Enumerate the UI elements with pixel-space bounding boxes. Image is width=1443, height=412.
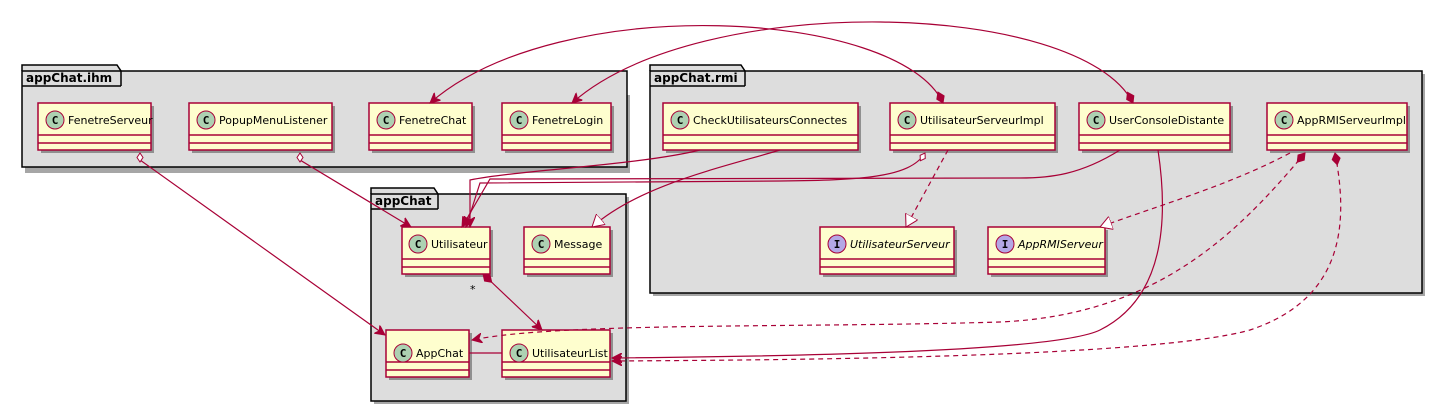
class-app-chat: C AppChat (385, 329, 472, 380)
class-user-console-distante: C UserConsoleDistante (1078, 102, 1233, 153)
interface-name: UtilisateurServeur (850, 238, 951, 251)
svg-text:C: C (400, 347, 407, 360)
class-name: UtilisateurServeurImpl (920, 114, 1044, 127)
package-label-core: appChat (375, 194, 432, 208)
class-icon (376, 110, 396, 130)
class-name: FenetreChat (399, 114, 467, 127)
svg-text:C: C (516, 114, 523, 127)
class-fenetre-login: C FenetreLogin (501, 102, 614, 153)
class-icon (1274, 110, 1294, 130)
class-utilisateur-list: C UtilisateurList (501, 329, 613, 380)
class-name: FenetreServeur (68, 114, 153, 127)
class-utilisateur: C Utilisateur (401, 226, 493, 277)
class-icon (897, 110, 917, 130)
svg-text:C: C (538, 238, 545, 251)
class-name: PopupMenuListener (219, 114, 328, 127)
svg-text:C: C (677, 114, 684, 127)
svg-text:C: C (1281, 114, 1288, 127)
package-label-ihm: appChat.ihm (26, 71, 112, 85)
svg-text:C: C (516, 347, 523, 360)
edge-appimpl-utilisateurlist (612, 153, 1342, 361)
edge-popup-utilisateur (300, 153, 411, 227)
class-app-rmi-serveur-impl: C AppRMIServeurImpl (1266, 102, 1410, 153)
interface-name: AppRMIServeur (1017, 238, 1104, 251)
svg-text:I: I (834, 238, 841, 251)
svg-text:C: C (415, 238, 422, 251)
svg-text:C: C (1093, 114, 1100, 127)
class-icon (509, 343, 529, 363)
class-popup-menu-listener: C PopupMenuListener (188, 102, 335, 153)
package-label-rmi: appChat.rmi (654, 71, 738, 85)
class-message: C Message (523, 226, 613, 277)
edge-utilisateur-utilisateurlist (483, 274, 542, 330)
svg-text:C: C (383, 114, 390, 127)
class-icon (670, 110, 690, 130)
class-fenetre-serveur: C FenetreServeur (37, 102, 154, 153)
class-check-utilisateurs-connectes: C CheckUtilisateursConnectes (662, 102, 861, 153)
class-name: Message (554, 238, 602, 251)
edge-fenetreserveur-appchat (140, 153, 385, 335)
class-icon (1086, 110, 1106, 130)
interface-app-rmi-serveur: I AppRMIServeur (987, 226, 1108, 277)
svg-text:C: C (203, 114, 210, 127)
svg-text:I: I (1002, 238, 1009, 251)
class-fenetre-chat: C FenetreChat (368, 102, 475, 153)
class-name: AppChat (416, 347, 464, 360)
class-icon (45, 110, 65, 130)
class-name: Utilisateur (431, 238, 488, 251)
class-name: FenetreLogin (532, 114, 603, 127)
class-name: CheckUtilisateursConnectes (693, 114, 847, 127)
class-name: AppRMIServeurImpl (1297, 114, 1406, 127)
svg-text:C: C (904, 114, 911, 127)
class-icon (393, 343, 413, 363)
edge-usi-fenetrechat (430, 24, 943, 103)
class-icon (408, 234, 428, 254)
class-utilisateur-serveur-impl: C UtilisateurServeurImpl (889, 102, 1058, 153)
class-name: UserConsoleDistante (1109, 114, 1224, 127)
edge-ucd-fenetrelogin (572, 21, 1133, 103)
interface-utilisateur-serveur: I UtilisateurServeur (819, 226, 957, 277)
class-name: UtilisateurList (532, 347, 608, 360)
class-icon (196, 110, 216, 130)
svg-text:C: C (52, 114, 59, 127)
multiplicity-label: * (470, 283, 476, 296)
class-icon (509, 110, 529, 130)
